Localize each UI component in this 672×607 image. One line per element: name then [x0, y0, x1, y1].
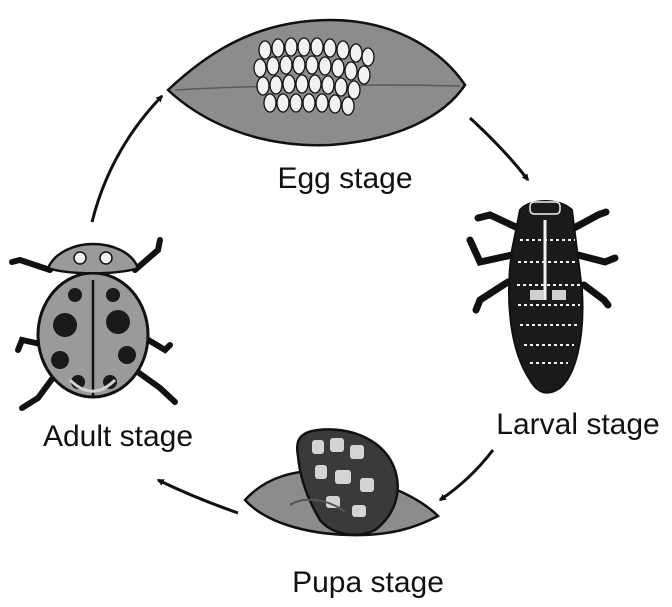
egg-cluster-on-leaf-icon	[168, 20, 465, 145]
ladybug-larva-icon	[470, 201, 615, 393]
arrow-larva-to-pupa	[440, 450, 493, 500]
arrow-adult-to-egg	[92, 96, 162, 222]
ladybug-adult-icon	[12, 240, 175, 408]
arrow-pupa-to-adult	[158, 480, 238, 513]
ladybug-pupa-on-leaf-icon	[245, 429, 438, 535]
larval-stage-label: Larval stage	[496, 408, 659, 441]
adult-stage-label: Adult stage	[43, 420, 193, 453]
egg-stage-label: Egg stage	[277, 162, 412, 195]
pupa-stage-label: Pupa stage	[292, 566, 444, 599]
arrow-egg-to-larva	[470, 118, 528, 180]
